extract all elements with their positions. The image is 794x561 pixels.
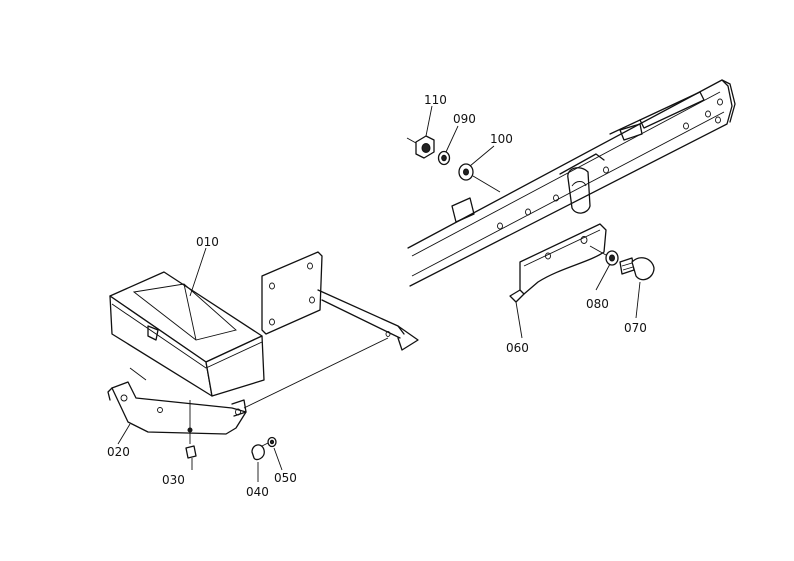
mounting-bracket (243, 251, 419, 409)
label-060: 060 (506, 341, 529, 355)
part-060-bracket (509, 223, 607, 303)
label-110: 110 (424, 93, 447, 107)
label-080: 080 (586, 297, 609, 311)
label-010: 010 (196, 235, 219, 249)
part-080-washer (589, 245, 619, 266)
part-110-nut (406, 135, 435, 159)
part-010-tool-box (109, 271, 265, 397)
leader-lines (117, 105, 641, 482)
label-040: 040 (246, 485, 269, 499)
part-090-lock-washer (437, 150, 451, 166)
frame-rail (407, 79, 736, 287)
label-070: 070 (624, 321, 647, 335)
part-040-bolt (251, 441, 271, 461)
label-020: 020 (107, 445, 130, 459)
label-090: 090 (453, 112, 476, 126)
part-070-bolt (619, 257, 655, 281)
part-100-washer (458, 163, 501, 193)
part-050-washer (267, 436, 277, 448)
part-020-tray (107, 367, 247, 444)
part-030-bolt (185, 445, 197, 459)
label-100: 100 (490, 132, 513, 146)
label-050: 050 (274, 471, 297, 485)
label-030: 030 (162, 473, 185, 487)
